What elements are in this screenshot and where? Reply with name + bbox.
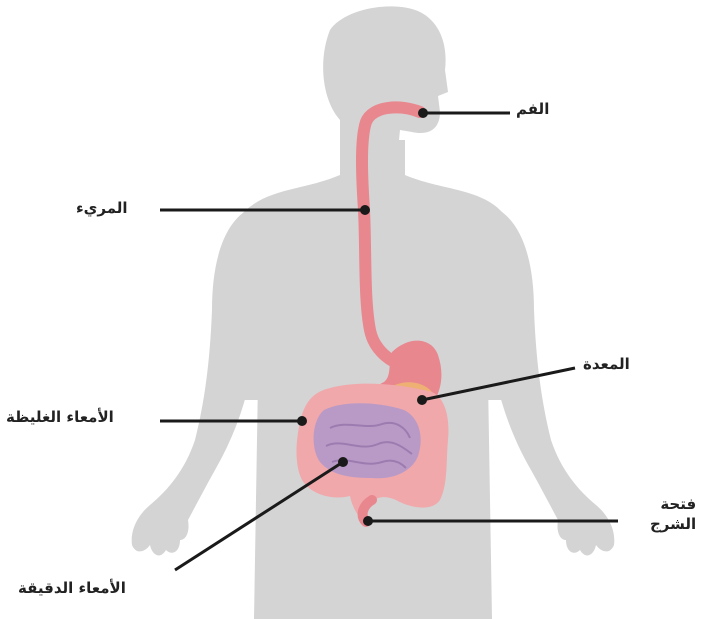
mouth-marker bbox=[418, 108, 428, 118]
anus-label-line1: فتحة bbox=[650, 494, 696, 514]
small-intestine-marker bbox=[338, 457, 348, 467]
large-intestine-label: الأمعاء الغليظة bbox=[6, 407, 114, 427]
stomach-marker bbox=[417, 395, 427, 405]
small-intestine-label: الأمعاء الدقيقة bbox=[18, 578, 126, 598]
stomach-label: المعدة bbox=[583, 354, 630, 374]
esophagus-marker bbox=[360, 205, 370, 215]
left-arm bbox=[132, 212, 266, 555]
head bbox=[323, 6, 448, 150]
anus-label-line2: الشرج bbox=[650, 514, 696, 534]
anus-marker bbox=[363, 516, 373, 526]
large-intestine-marker bbox=[297, 416, 307, 426]
esophagus-label: المريء bbox=[76, 198, 128, 218]
mouth-label: الفم bbox=[516, 99, 549, 119]
anus-label: فتحة الشرج bbox=[650, 494, 696, 535]
